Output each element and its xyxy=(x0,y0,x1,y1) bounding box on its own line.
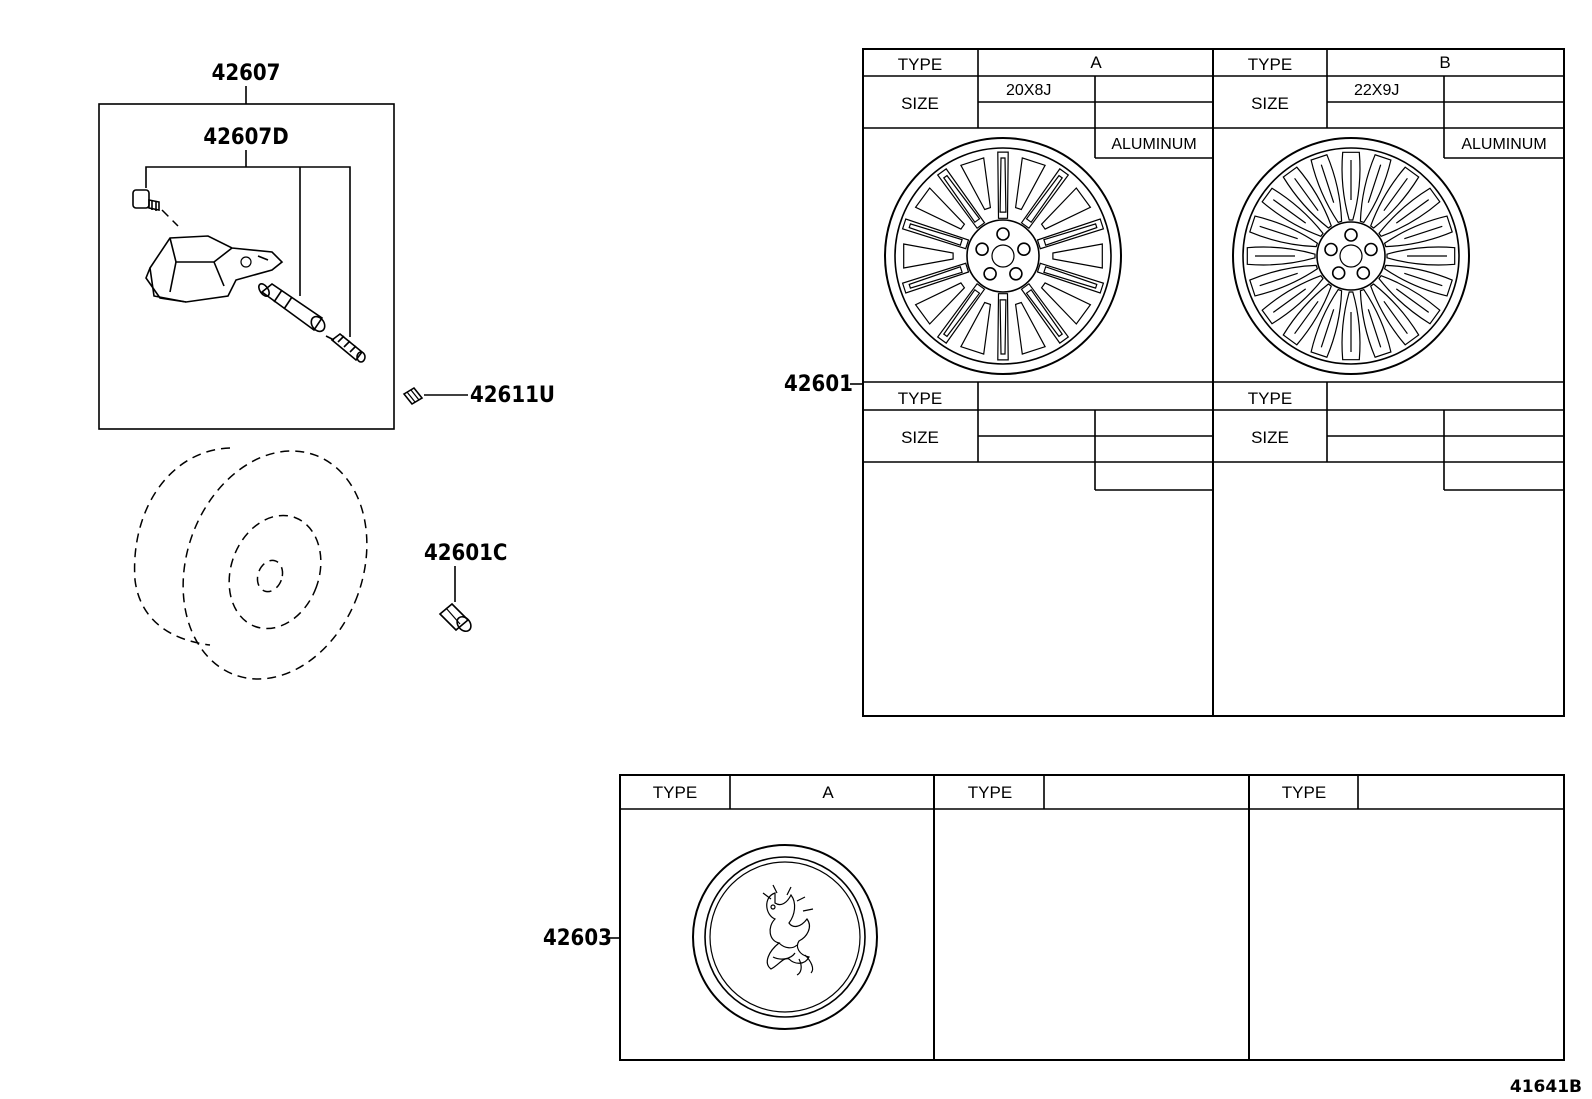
wheel-size-label-d: SIZE xyxy=(1251,428,1289,447)
part-label-42607[interactable]: 42607 xyxy=(212,61,281,86)
wheel-b-icon[interactable] xyxy=(1232,137,1470,375)
hub-nut-icon xyxy=(438,602,472,633)
part-label-42611U[interactable]: 42611U xyxy=(470,383,555,408)
wheel-size-value-b: 22X9J xyxy=(1354,82,1399,99)
part-label-42603[interactable]: 42603 xyxy=(543,926,612,951)
wheel-size-label-b: SIZE xyxy=(1251,94,1289,113)
tire-outline-icon xyxy=(133,447,368,680)
cap-type-label-a: TYPE xyxy=(653,783,697,802)
wheel-type-value-b: B xyxy=(1439,53,1450,72)
wheel-type-label-a: TYPE xyxy=(898,55,942,74)
tpms-sensor-icon xyxy=(145,235,284,303)
wheel-material-a: ALUMINUM xyxy=(1111,136,1196,153)
diagram-ref-number: 41641B xyxy=(1510,1077,1582,1097)
cap-type-value-a: A xyxy=(822,783,834,802)
assembly-box-42607 xyxy=(98,103,395,430)
wheel-type-label-b: TYPE xyxy=(1248,55,1292,74)
screw-guide-dash xyxy=(161,209,179,227)
wheel-table xyxy=(862,48,1565,717)
part-label-42601C[interactable]: 42601C xyxy=(424,541,507,566)
cap-type-label-c: TYPE xyxy=(1282,783,1326,802)
wheel-type-value-a: A xyxy=(1090,53,1102,72)
part-label-42601[interactable]: 42601 xyxy=(784,372,853,397)
center-cap-icon[interactable] xyxy=(692,844,878,1030)
wheel-a-icon[interactable] xyxy=(884,137,1122,375)
wheel-size-label-a: SIZE xyxy=(901,94,939,113)
valve-core-icon xyxy=(325,332,366,363)
wheel-type-label-c: TYPE xyxy=(898,389,942,408)
wheel-size-value-a: 20X8J xyxy=(1006,82,1051,99)
phoenix-emblem-icon xyxy=(762,884,814,976)
part-label-42607D[interactable]: 42607D xyxy=(203,125,288,150)
wheel-material-b: ALUMINUM xyxy=(1461,136,1546,153)
wheel-size-label-c: SIZE xyxy=(901,428,939,447)
valve-cap-icon xyxy=(402,386,424,406)
screw-icon xyxy=(132,189,160,211)
wheel-type-label-d: TYPE xyxy=(1248,389,1292,408)
cap-type-label-b: TYPE xyxy=(968,783,1012,802)
valve-stem-icon xyxy=(258,283,326,333)
cap-table xyxy=(619,774,1565,1061)
bracket-42607D xyxy=(145,166,351,337)
